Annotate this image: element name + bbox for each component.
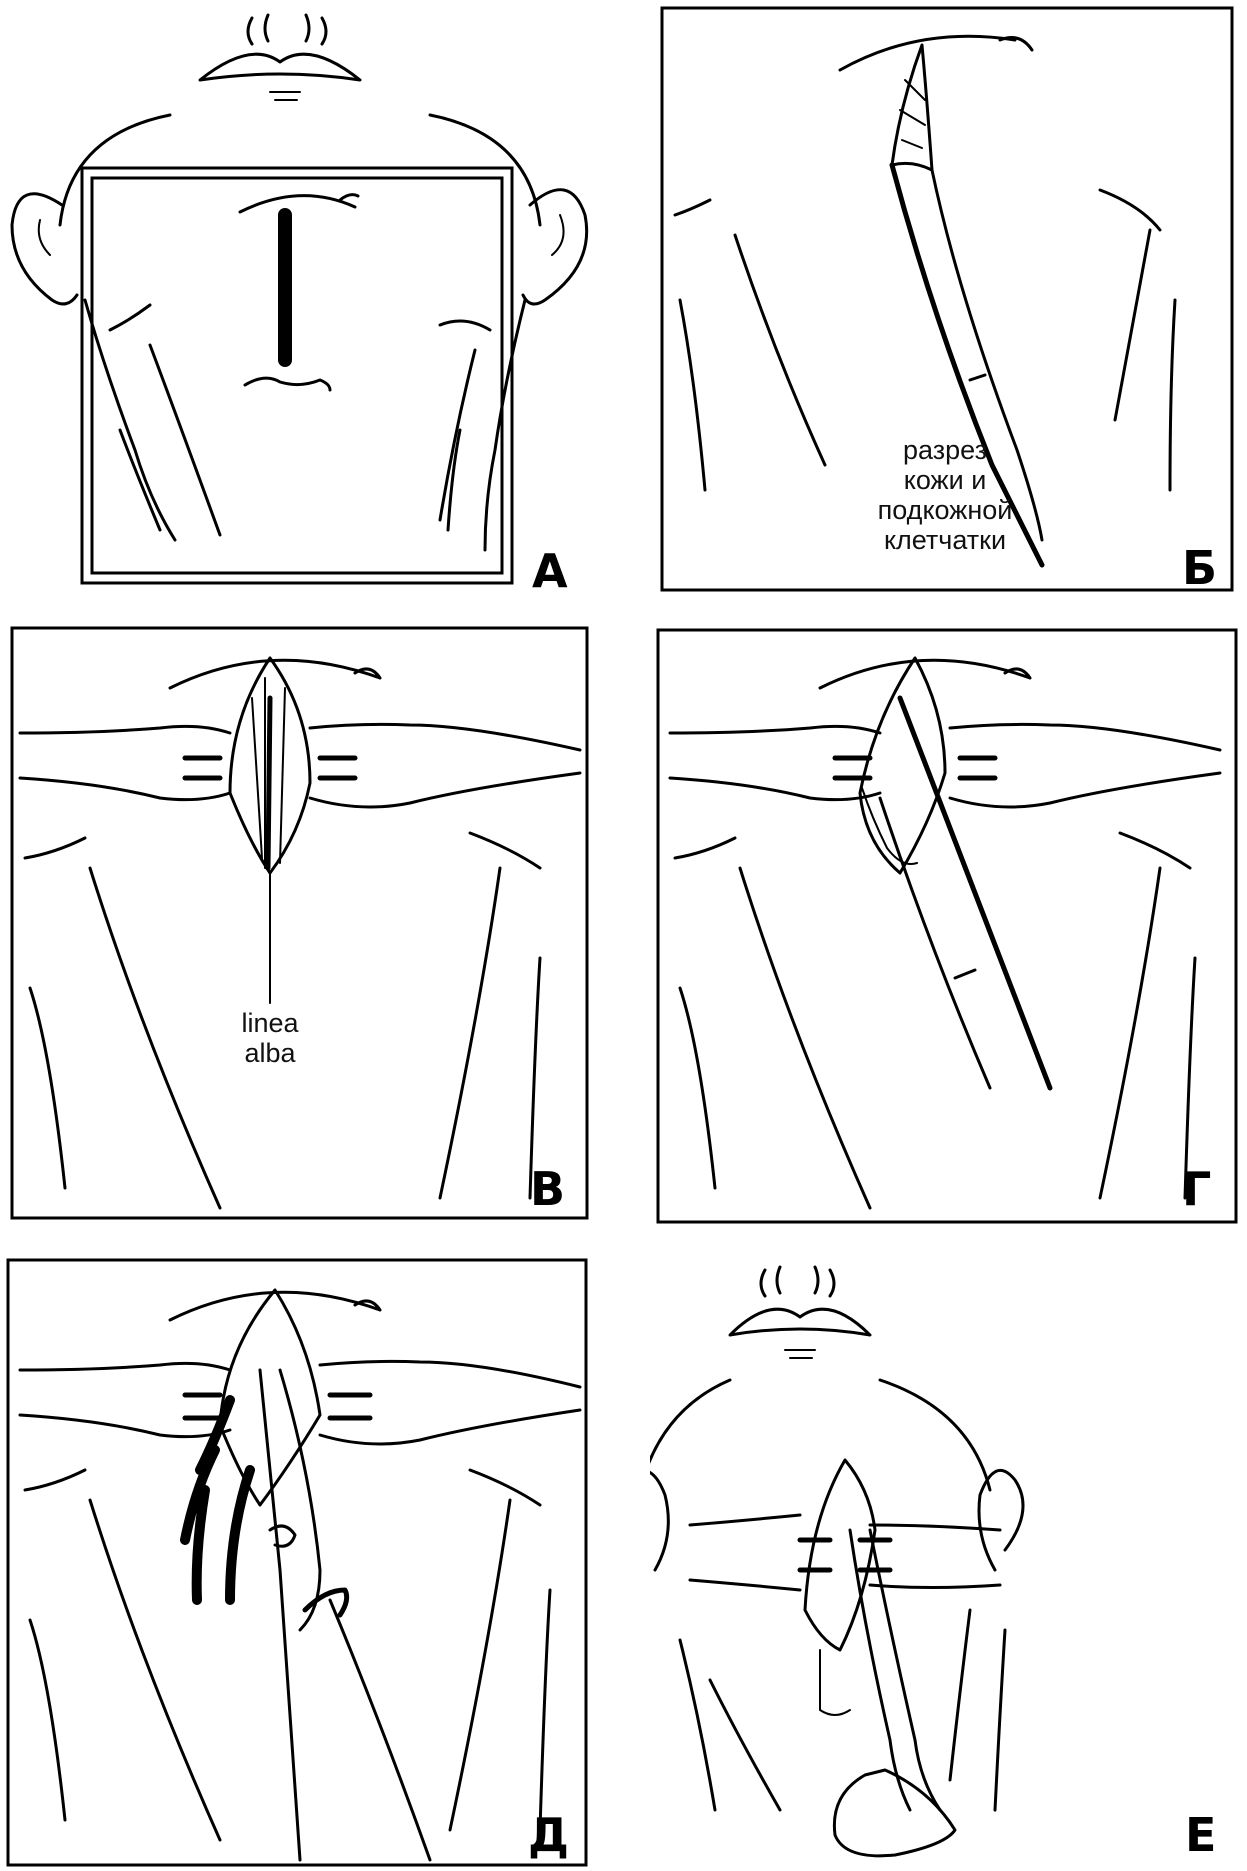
incision-annotation-line: кожи и: [903, 465, 987, 495]
scalpel-blade: [897, 695, 1053, 1091]
incision-annotation-line: разрез: [903, 435, 987, 465]
panel-e-drawing: [650, 1265, 1025, 1858]
scalpel-blade: [889, 162, 1045, 568]
forceps-right-arm: [328, 1598, 432, 1862]
incision-annotation-line: подкожной: [877, 495, 1013, 525]
left-retractor: [688, 1513, 802, 1592]
panel-g-label: Г: [1182, 1162, 1212, 1216]
incision-wound: [803, 1458, 877, 1652]
panel-e: Е: [650, 1250, 1247, 1871]
panel-g: Г: [650, 618, 1247, 1228]
linea-alba-annotation: linea alba: [200, 1008, 340, 1068]
panel-d-label: Д: [528, 1808, 569, 1862]
incision-wound: [858, 656, 947, 875]
left-retractor: [18, 724, 232, 802]
left-retractor: [18, 1361, 232, 1439]
panel-v-label: В: [530, 1162, 566, 1216]
blood-drip: [180, 1395, 255, 1605]
right-retractor: [948, 722, 1222, 809]
right-retractor: [308, 722, 582, 809]
panel-b: разрез кожи и подкожной клетчатки Б: [650, 0, 1247, 600]
sterile-drape-frame: [80, 166, 514, 585]
panel-e-label: Е: [1185, 1808, 1217, 1862]
panel-a: А: [0, 0, 600, 600]
panel-d-drawing: [6, 1258, 588, 1867]
left-retractor: [668, 724, 882, 802]
linea-alba-annotation-line: alba: [244, 1038, 296, 1068]
panel-v-drawing: [10, 626, 589, 1220]
right-retractor: [318, 1359, 582, 1446]
incision-annotation-line: клетчатки: [883, 525, 1007, 555]
right-retractor: [868, 1523, 1002, 1589]
incision-wound: [218, 1288, 322, 1507]
panel-a-label: А: [532, 544, 568, 598]
panel-d: Д: [0, 1250, 600, 1871]
incision-wound: [890, 43, 934, 172]
panel-a-drawing: [10, 13, 589, 585]
tracheostomy-tube: [848, 1528, 912, 1812]
panel-g-drawing: [656, 628, 1238, 1224]
linea-alba-annotation-line: linea: [241, 1008, 299, 1038]
panel-b-drawing: [660, 6, 1234, 592]
tube-flange: [832, 1768, 957, 1858]
incision-annotation: разрез кожи и подкожной клетчатки: [825, 435, 1065, 555]
panel-v: linea alba В: [0, 618, 600, 1228]
forceps-left-arm: [258, 1368, 302, 1862]
panel-b-label: Б: [1182, 541, 1218, 595]
